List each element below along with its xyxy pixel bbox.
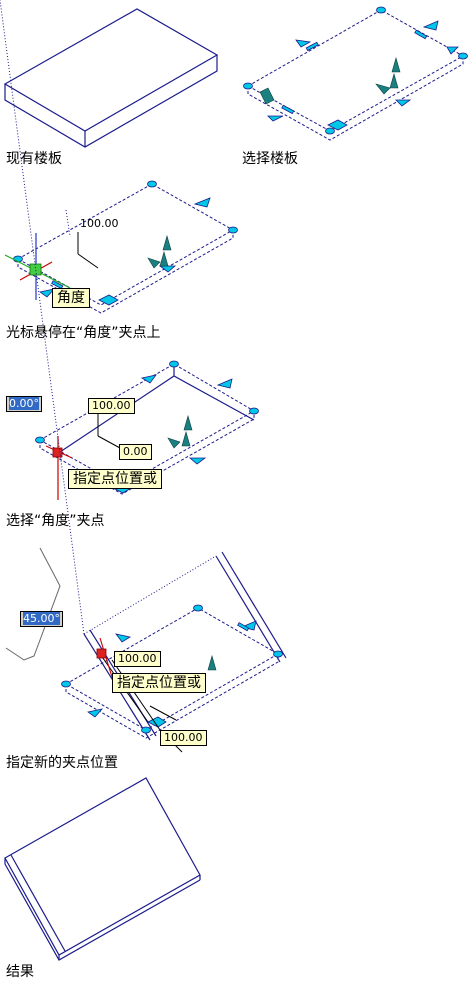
caption-specify-position: 指定新的夹点位置 — [6, 755, 118, 771]
command-prompt-tooltip: 指定点位置或 — [112, 673, 206, 693]
dimension-input-top[interactable]: 100.00 — [88, 398, 135, 414]
angle-input-field[interactable]: 45.00° — [20, 611, 63, 627]
caption-hover-grip: 光标悬停在“角度”夹点上 — [6, 325, 161, 341]
angle-input-field[interactable]: 0.00° — [6, 396, 42, 412]
grip-tooltip-angle: 角度 — [52, 288, 90, 308]
hover-grip-drawing — [4, 180, 238, 314]
dimension-input-small[interactable]: 0.00 — [119, 444, 152, 460]
dimension-input-bottom[interactable]: 100.00 — [160, 730, 207, 746]
command-prompt-tooltip: 指定点位置或 — [68, 469, 162, 489]
dimension-input-top[interactable]: 100.00 — [114, 651, 161, 667]
caption-select-slab: 选择楼板 — [242, 151, 298, 167]
selected-slab-drawing — [243, 6, 468, 141]
dimension-value: 100.00 — [80, 217, 119, 230]
specify-position-drawing — [0, 0, 287, 753]
caption-select-grip: 选择“角度”夹点 — [6, 513, 105, 529]
existing-slab-drawing — [3, 8, 219, 148]
caption-result: 结果 — [6, 964, 34, 980]
result-slab-drawing — [4, 777, 201, 961]
caption-existing-slab: 现有楼板 — [6, 151, 62, 167]
